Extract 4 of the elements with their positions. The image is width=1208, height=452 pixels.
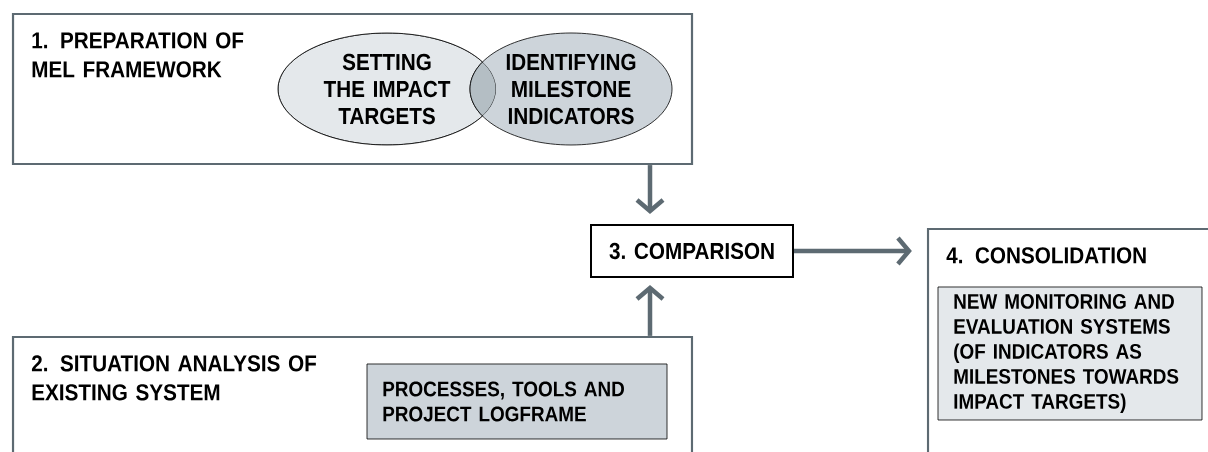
arrow bbox=[794, 236, 912, 266]
text-box: PROCESSES, TOOLS AND PROJECT LOGFRAME bbox=[366, 363, 668, 440]
text-box: NEW MONITORING AND EVALUATION SYSTEMS (OF INDICATORS AS MILESTONES TOWARDS IMPACT TARGETS) bbox=[937, 286, 1203, 421]
process-box: 3. COMPARISON bbox=[590, 224, 794, 278]
